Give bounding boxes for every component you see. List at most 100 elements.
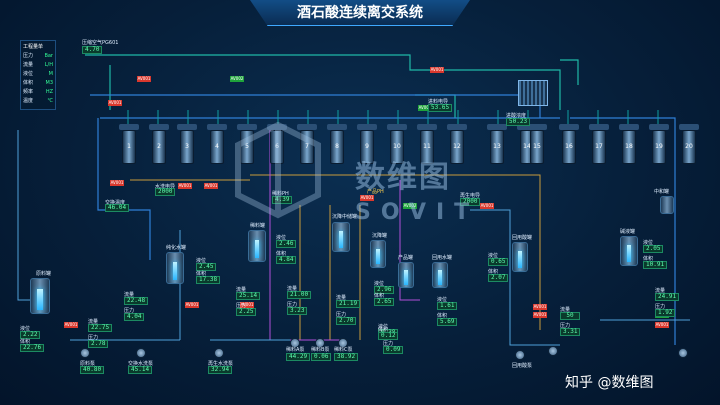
readout-label: 体积 — [437, 313, 448, 319]
readout-label: 体积 — [276, 251, 287, 257]
pump[interactable] — [678, 348, 688, 358]
column-cap — [619, 124, 639, 130]
column-cap — [649, 124, 669, 130]
feed-pump-b[interactable] — [315, 338, 325, 348]
pump-b-value: 0.06 — [311, 353, 332, 361]
valve-alarm[interactable]: AV001 — [430, 67, 444, 73]
column-cap — [267, 124, 287, 130]
feed-pump-c[interactable] — [338, 338, 348, 348]
regen-elec-value: 2000 — [460, 198, 481, 206]
legend-header: 工程量单 — [23, 44, 44, 50]
ion-exchange-column[interactable]: 17 — [592, 130, 606, 164]
valve-alarm[interactable]: AV001 — [204, 183, 218, 189]
exchange-water-pump[interactable] — [136, 348, 146, 358]
acid-pump[interactable] — [515, 350, 525, 360]
regen-water-pump[interactable] — [214, 348, 224, 358]
ion-exchange-column[interactable]: 9 — [360, 130, 374, 164]
watermark-subtext: SOVIT — [355, 200, 480, 225]
valve-alarm[interactable]: AV001 — [655, 322, 669, 328]
ion-exchange-column[interactable]: 18 — [622, 130, 636, 164]
mix-tank-label: 稀料罐 — [250, 223, 266, 229]
readout-label: 液位 — [276, 235, 287, 241]
acid-conc-label: 进酸浓度 — [506, 113, 527, 119]
recycle-water-tank — [432, 262, 448, 288]
valve-alarm[interactable]: AV001 — [185, 302, 199, 308]
valve-ok[interactable]: AV002 — [403, 203, 417, 209]
readout-value: 24.91 — [655, 293, 680, 301]
ion-exchange-column[interactable]: 16 — [562, 130, 576, 164]
footer-credit: 知乎 @数维图 — [565, 375, 654, 391]
valve-alarm[interactable]: AV001 — [137, 76, 151, 82]
sed-tank — [370, 240, 386, 268]
pump[interactable] — [548, 346, 558, 356]
ion-exchange-column[interactable]: 6 — [270, 130, 284, 164]
regen-water-pump-label: 再生水洗泵 — [208, 361, 234, 367]
valve-ok[interactable]: AV002 — [418, 105, 432, 111]
column-number: 4 — [215, 143, 219, 150]
compressed-air-label: 压缩空气PG601 — [82, 40, 119, 46]
mix-tank — [248, 230, 266, 262]
ion-exchange-column[interactable]: 15 — [530, 130, 544, 164]
column-number: 7 — [305, 143, 309, 150]
ion-exchange-column[interactable]: 1 — [122, 130, 136, 164]
ion-exchange-column[interactable]: 2 — [152, 130, 166, 164]
readout-value: 2.70 — [336, 317, 357, 325]
column-number: 14 — [523, 143, 531, 150]
readout-label: 体积 — [488, 269, 499, 275]
readout-label: 流量 — [124, 292, 135, 298]
column-cap — [207, 124, 227, 130]
feed-ph-label: 稀料PH — [272, 191, 289, 197]
ion-exchange-column[interactable]: 10 — [390, 130, 404, 164]
valve-alarm[interactable]: AV001 — [360, 195, 374, 201]
ion-exchange-column[interactable]: 7 — [300, 130, 314, 164]
valve-alarm[interactable]: AV001 — [64, 322, 78, 328]
ion-exchange-column[interactable]: 19 — [652, 130, 666, 164]
readout-value: 21.00 — [287, 291, 312, 299]
readout-label: 液位 — [378, 324, 389, 330]
ion-exchange-column[interactable]: 11 — [420, 130, 434, 164]
valve-alarm[interactable]: AV001 — [240, 302, 254, 308]
ion-exchange-column[interactable]: 5 — [240, 130, 254, 164]
ion-exchange-column[interactable]: 13 — [490, 130, 504, 164]
water-elec-value: 2000 — [155, 188, 176, 196]
readout-value: 2.25 — [236, 308, 257, 316]
column-cap — [527, 124, 547, 130]
ion-exchange-column[interactable]: 4 — [210, 130, 224, 164]
raw-tank — [30, 278, 50, 314]
readout-label: 体积 — [20, 339, 31, 345]
valve-alarm[interactable]: AV001 — [108, 100, 122, 106]
pump-b-label: 稀料B泵 — [311, 347, 330, 353]
ion-exchange-column[interactable]: 8 — [330, 130, 344, 164]
acid-pump-label: 回用酸泵 — [512, 363, 533, 369]
column-cap — [447, 124, 467, 130]
column-cap — [487, 124, 507, 130]
regen-water-pump-value: 32.94 — [208, 366, 233, 374]
page-title: 酒石酸连续离交系统 — [250, 0, 470, 26]
valve-ok[interactable]: AV002 — [230, 76, 244, 82]
readout-label: 压力 — [336, 312, 347, 318]
valve-alarm[interactable]: AV001 — [178, 183, 192, 189]
readout-value: 3.23 — [287, 307, 308, 315]
valve-alarm[interactable]: AV001 — [110, 180, 124, 186]
regen-elec-label: 再生电导 — [460, 193, 481, 199]
feed-pump[interactable] — [80, 348, 90, 358]
readout-value: 17.38 — [196, 276, 221, 284]
readout-value: 0.65 — [488, 258, 509, 266]
ion-exchange-column[interactable]: 12 — [450, 130, 464, 164]
readout-label: 流量 — [88, 319, 99, 325]
column-number: 20 — [685, 143, 693, 150]
readout-label: 压力 — [124, 308, 135, 314]
valve-alarm[interactable]: AV001 — [480, 203, 494, 209]
ion-exchange-column[interactable]: 3 — [180, 130, 194, 164]
neutral-tank — [660, 196, 674, 214]
product-tank — [398, 262, 414, 288]
valve-alarm[interactable]: AV001 — [533, 312, 547, 318]
watermark-text: 数维图 — [355, 160, 451, 195]
pump-c-value: 38.92 — [334, 353, 359, 361]
feed-pump-a[interactable] — [290, 338, 300, 348]
ion-exchange-column[interactable]: 20 — [682, 130, 696, 164]
pure-tank-label: 纯化水罐 — [166, 245, 187, 251]
valve-alarm[interactable]: AV001 — [533, 304, 547, 310]
